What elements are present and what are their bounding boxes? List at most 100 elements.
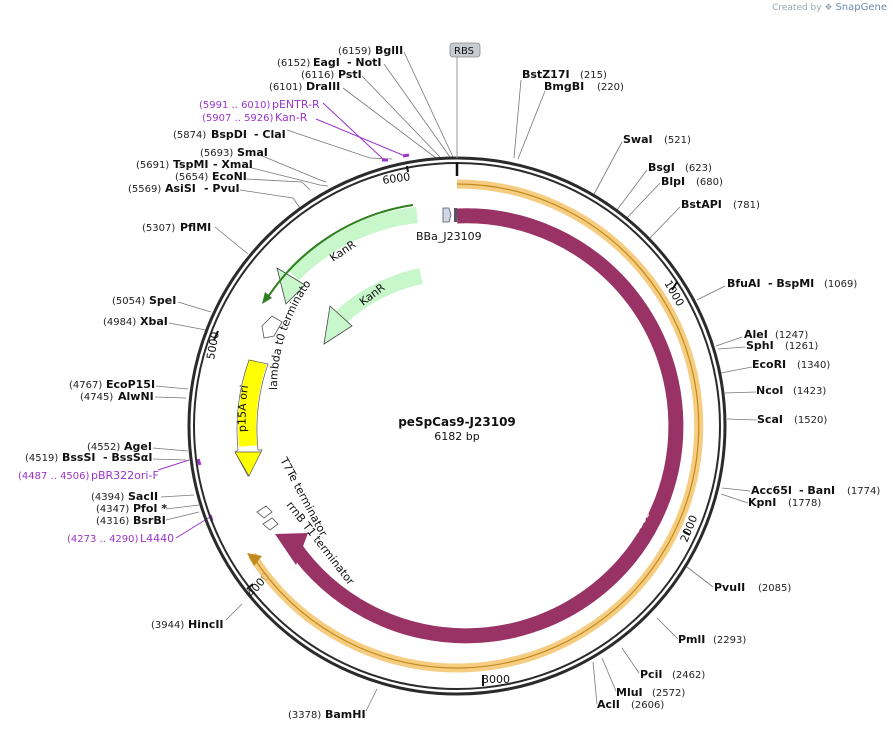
site-pos: (220)	[597, 82, 624, 93]
site-pos: (3378)	[288, 710, 321, 721]
site-pos: (1069)	[824, 279, 857, 290]
site-name-alt: - BanI	[799, 484, 835, 497]
site-name: XbaI	[140, 315, 168, 328]
site-name-alt: - BssSαI	[103, 451, 152, 464]
site-pos: (2606)	[631, 700, 664, 711]
site-pos: (5691)	[136, 160, 169, 171]
rbs-marker	[454, 208, 457, 222]
site-pos: (5054)	[112, 296, 145, 307]
site-name-alt: - BspMI	[768, 277, 814, 290]
site-name: BglII	[375, 44, 403, 57]
site-pos: (4745)	[80, 392, 113, 403]
snapgene-logo-icon: ❖	[824, 3, 833, 13]
site-pos: (215)	[580, 70, 607, 81]
site-labels: (6159) BglII (6152) EagI - NotI (6116) P…	[18, 44, 880, 721]
site-name: AclI	[597, 698, 620, 711]
site-pos: (6101)	[269, 82, 302, 93]
site-name: DraIII	[306, 80, 340, 93]
cas9-feature-arrowhead	[275, 533, 308, 565]
site-pos: (4767)	[69, 380, 102, 391]
cas9-highlight-arrowhead	[247, 553, 262, 566]
site-pos: (1774)	[847, 486, 880, 497]
site-pos: (4552)	[87, 442, 120, 453]
promoter-label: BBa_J23109	[416, 230, 482, 243]
kanr-inner-arc	[334, 268, 423, 324]
rbs-label: RBS	[454, 46, 474, 57]
site-pos: (6116)	[301, 70, 334, 81]
plasmid-size: 6182 bp	[434, 430, 479, 443]
site-pos: (5307)	[142, 223, 175, 234]
ruler-label-6000: 6000	[382, 170, 412, 187]
site-name: PstI	[338, 68, 362, 81]
rrnb-terminator-marker	[262, 517, 279, 531]
ruler-label-3000: 3000	[482, 673, 510, 686]
site-name: NcoI	[756, 384, 783, 397]
site-name: BstZ17I	[522, 68, 570, 81]
site-name: Acc65I	[751, 484, 792, 497]
p15a-ori-text: p15A ori	[236, 384, 252, 432]
site-name: SwaI	[623, 133, 653, 146]
site-name: BfuAI	[727, 277, 761, 290]
site-pos: (2293)	[713, 635, 746, 646]
t7te-terminator-marker	[256, 505, 273, 519]
site-name: BsgI	[648, 161, 675, 174]
site-name: SacII	[128, 490, 158, 503]
primer-pos: (4487 .. 4506)	[18, 471, 90, 482]
site-pos: (6152)	[277, 58, 310, 69]
site-pos: (680)	[696, 177, 723, 188]
site-name: PvuII	[714, 581, 745, 594]
site-pos: (521)	[664, 135, 691, 146]
site-name-alt: - ClaI	[254, 128, 286, 141]
ruler-label-5000: 5000	[204, 331, 222, 361]
site-pos: (1261)	[785, 341, 818, 352]
snapgene-watermark: Created by ❖ SnapGene	[772, 2, 887, 13]
site-name-alt: - NotI	[347, 56, 382, 69]
primer-pos: (5907 .. 5926)	[202, 113, 274, 124]
site-pos: (1778)	[788, 498, 821, 509]
ruler-ticks	[213, 163, 691, 686]
rbs-badge	[449, 42, 481, 58]
site-name: TspMI	[173, 158, 209, 171]
cas9-feature-arc	[286, 208, 684, 644]
site-name: BstAPI	[681, 198, 722, 211]
site-name: AleI	[744, 328, 768, 341]
promoter-arrow	[442, 207, 452, 223]
site-pos: (4984)	[103, 317, 136, 328]
p15a-ori-label: p15A ori	[236, 384, 252, 432]
kanr-outer-highlight	[265, 204, 414, 301]
site-name: PflMI	[180, 221, 211, 234]
site-pos: (2572)	[652, 688, 685, 699]
site-name: BssSI	[62, 451, 96, 464]
site-name: SmaI	[237, 146, 268, 159]
site-name: MluI	[616, 686, 643, 699]
kanr-outer-arc	[287, 207, 418, 281]
site-pos: (781)	[733, 200, 760, 211]
site-name: AlwNI	[118, 390, 154, 403]
site-pos: (1423)	[793, 386, 826, 397]
site-name: BsrBI	[133, 514, 166, 527]
site-name: EcoNI	[212, 170, 247, 183]
p15a-ori-arrowhead	[234, 451, 262, 477]
site-name: HincII	[188, 618, 224, 631]
plasmid-name: peSpCas9-J23109	[398, 415, 516, 429]
site-pos: (1340)	[797, 360, 830, 371]
site-pos: (6159)	[338, 46, 371, 57]
site-pos: (623)	[685, 163, 712, 174]
site-name: PmlI	[678, 633, 705, 646]
cas9-highlight-line	[251, 183, 700, 669]
watermark-brand: SnapGene	[835, 2, 887, 13]
site-name: AgeI	[124, 440, 152, 453]
site-name: PfoI *	[133, 502, 167, 515]
site-name: SphI	[746, 339, 774, 352]
site-name: BmgBI	[544, 80, 584, 93]
site-name: ScaI	[757, 413, 783, 426]
site-name: EcoP15I	[106, 378, 155, 391]
site-name: BlpI	[661, 175, 685, 188]
site-pos: (5874)	[173, 130, 206, 141]
primer-name: pENTR-R	[272, 98, 320, 111]
site-name-alt: - XmaI	[213, 158, 253, 171]
site-pos: (4519)	[25, 453, 58, 464]
primer-name: L4440	[140, 532, 174, 545]
site-pos: (5569)	[128, 184, 161, 195]
